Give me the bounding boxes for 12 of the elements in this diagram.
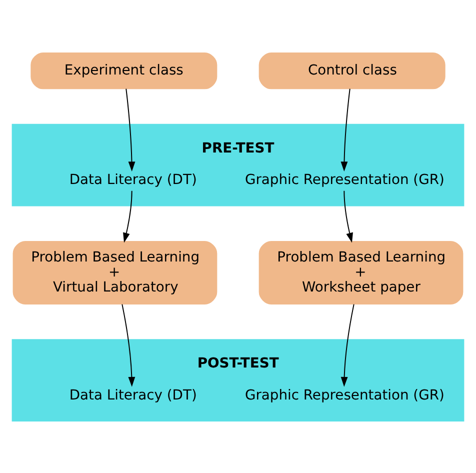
node-box: Problem Based Learning + Worksheet paper xyxy=(258,240,464,304)
node-box: Control class xyxy=(258,52,446,89)
node-box: PRE-TEST Data Literacy (DT) Graphic Representation (GR) xyxy=(12,123,464,206)
arrow xyxy=(340,303,354,386)
arrow xyxy=(340,88,350,172)
node-box: POST-TEST Data Literacy (DT) Graphic Representation (GR) xyxy=(12,338,464,422)
node-box: Problem Based Learning + Virtual Laboratory xyxy=(12,240,218,304)
arrow xyxy=(123,190,132,242)
node-box: Experiment class xyxy=(30,52,218,89)
arrow xyxy=(122,303,136,386)
arrow xyxy=(126,88,136,172)
arrow xyxy=(344,190,353,242)
